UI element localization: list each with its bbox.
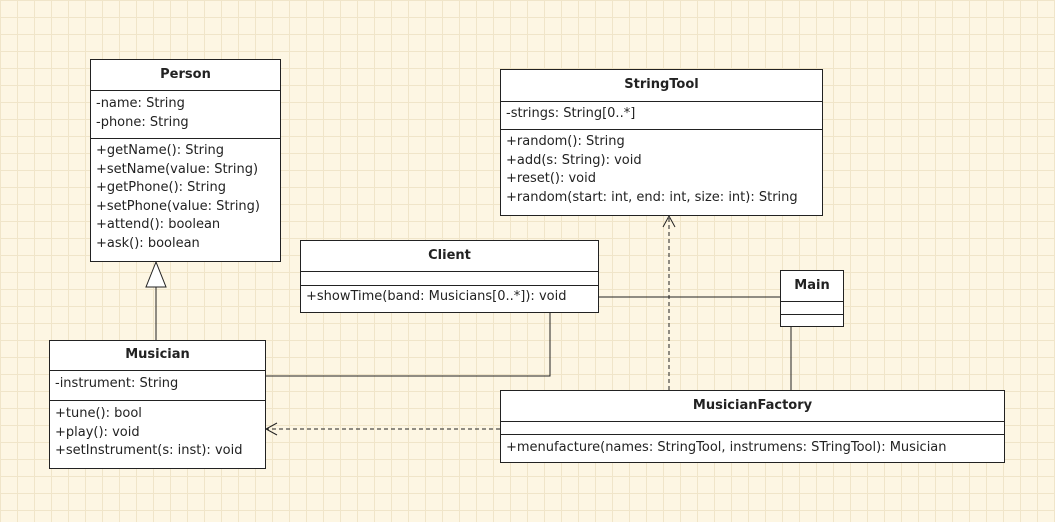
class-client[interactable]: Client +showTime(band: Musicians[0..*]):… (300, 240, 599, 313)
class-musicianfactory-attributes (501, 422, 1004, 435)
method: +random(): String (506, 134, 625, 149)
attribute: -name: String (96, 96, 185, 111)
method: +reset(): void (506, 171, 596, 187)
method: +showTime(band: Musicians[0..*]): void (306, 289, 567, 304)
method: +tune(): bool (55, 406, 142, 421)
class-musician[interactable]: Musician -instrument: String +tune(): bo… (49, 340, 266, 469)
client-musician-association (266, 313, 551, 377)
method: +menufacture(names: StringTool, instrume… (506, 440, 947, 455)
attribute: -instrument: String (55, 376, 179, 391)
attribute: -phone: String (96, 114, 189, 130)
class-stringtool[interactable]: StringTool -strings: String[0..*] +rando… (500, 69, 823, 216)
method: +setPhone(value: String) (96, 198, 260, 214)
class-stringtool-methods: +random(): String +add(s: String): void … (501, 130, 822, 209)
method: +setInstrument(s: inst): void (55, 443, 243, 459)
method: +ask(): boolean (96, 235, 200, 251)
class-musicianfactory-methods: +menufacture(names: StringTool, instrume… (501, 435, 1004, 460)
class-musician-attributes: -instrument: String (50, 371, 265, 401)
class-main-methods (781, 315, 843, 326)
class-main[interactable]: Main (780, 270, 844, 327)
method: +getName(): String (96, 143, 225, 158)
method: +random(start: int, end: int, size: int)… (506, 189, 798, 205)
method: +add(s: String): void (506, 152, 642, 168)
attribute: -strings: String[0..*] (506, 106, 636, 121)
class-main-name: Main (781, 271, 843, 302)
class-client-methods: +showTime(band: Musicians[0..*]): void (301, 286, 598, 309)
class-person-attributes: -name: String -phone: String (91, 91, 280, 139)
class-person-name: Person (91, 60, 280, 91)
class-musician-methods: +tune(): bool +play(): void +setInstrume… (50, 401, 265, 463)
class-person[interactable]: Person -name: String -phone: String +get… (90, 59, 281, 262)
method: +play(): void (55, 424, 140, 440)
class-musicianfactory[interactable]: MusicianFactory +menufacture(names: Stri… (500, 390, 1005, 463)
method: +setName(value: String) (96, 161, 259, 177)
method: +attend(): boolean (96, 217, 221, 233)
class-stringtool-attributes: -strings: String[0..*] (501, 102, 822, 130)
method: +getPhone(): String (96, 180, 226, 196)
dependency-arrowhead-left (264, 422, 278, 436)
class-person-methods: +getName(): String +setName(value: Strin… (91, 139, 280, 256)
class-client-attributes (301, 272, 598, 286)
class-musician-name: Musician (50, 341, 265, 371)
class-musicianfactory-name: MusicianFactory (501, 391, 1004, 422)
class-stringtool-name: StringTool (501, 70, 822, 102)
dependency-arrowhead-up (662, 214, 676, 228)
generalization-arrowhead (145, 260, 167, 288)
class-main-attributes (781, 302, 843, 315)
class-client-name: Client (301, 241, 598, 272)
